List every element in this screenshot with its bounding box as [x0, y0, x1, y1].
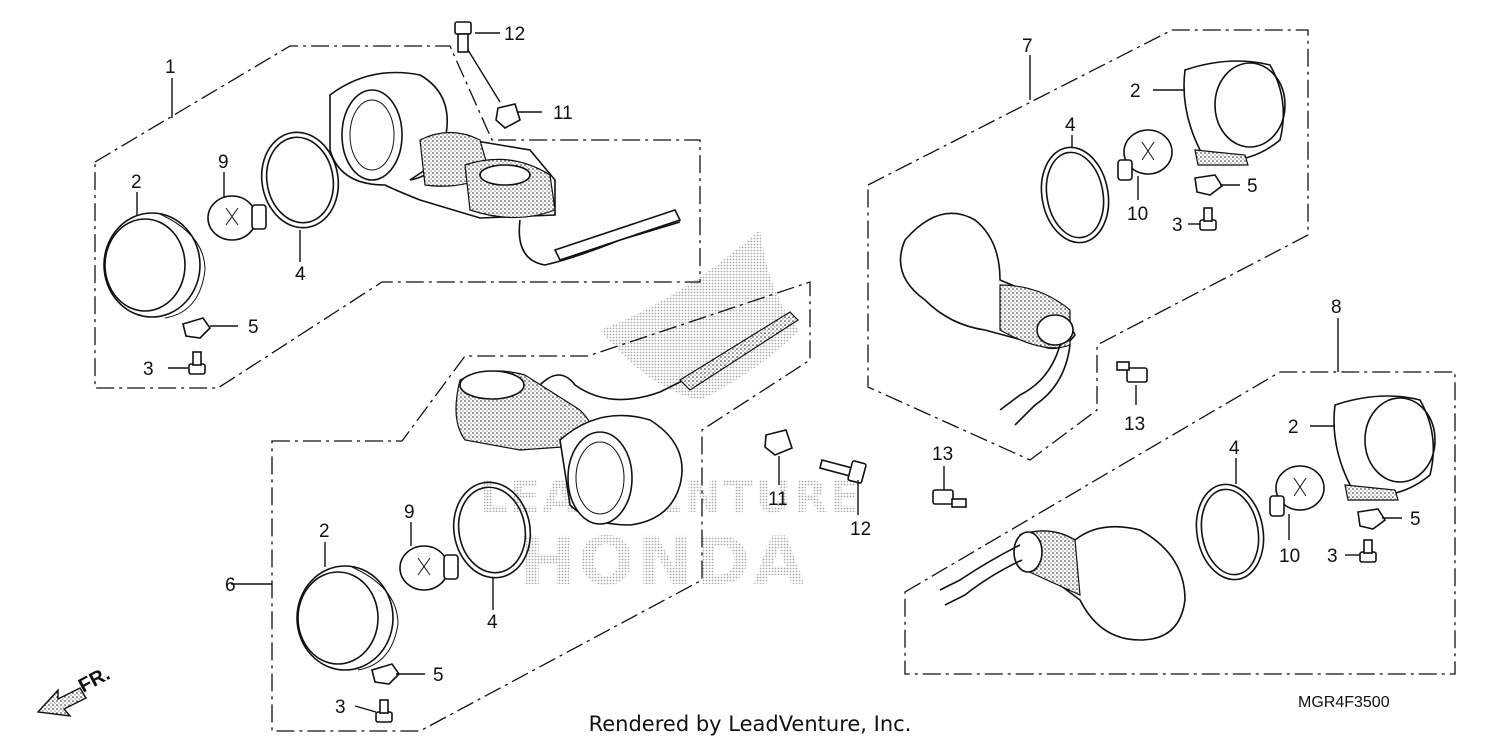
callout-4-d: 4 — [1229, 438, 1240, 459]
callout-2-c: 2 — [1130, 81, 1141, 102]
callout-13-b: 13 — [932, 444, 953, 465]
callout-9-a: 9 — [218, 152, 229, 173]
housing-1-opening-icon — [341, 89, 403, 181]
callout-5-a: 5 — [248, 317, 259, 338]
callout-12-a: 12 — [504, 24, 525, 45]
front-arrow: FR. — [36, 663, 114, 717]
screw-3-icon — [188, 351, 206, 375]
callout-5-c: 5 — [1247, 176, 1258, 197]
assembly-8 — [904, 371, 1456, 675]
group-7-outline — [867, 29, 1309, 461]
screw-3-c-icon — [1199, 207, 1217, 231]
callout-7: 7 — [1022, 36, 1033, 57]
bulb-9-b-icon — [399, 545, 459, 591]
gasket-4-c-icon — [1040, 146, 1110, 244]
callout-5-b: 5 — [433, 665, 444, 686]
washer-11-b-icon — [764, 429, 793, 456]
callout-3-b: 3 — [335, 697, 346, 718]
bulb-10-b-icon — [1269, 465, 1325, 517]
callout-8: 8 — [1331, 297, 1342, 318]
footer-credit: Rendered by LeadVenture, Inc. — [588, 712, 912, 736]
callout-4-a: 4 — [295, 264, 306, 285]
group-6-outline — [271, 281, 811, 732]
watermark-line2: HONDA — [520, 523, 807, 600]
wire-8-icon — [939, 544, 1023, 606]
screw-13-b-icon — [932, 489, 967, 508]
lens-2-icon — [103, 212, 206, 319]
group-1-outline — [94, 45, 701, 389]
watermark-wing-icon — [600, 230, 800, 400]
wire-1-icon — [518, 219, 681, 266]
lens-2-c-icon — [1183, 60, 1286, 166]
washer-11-icon — [495, 103, 521, 129]
callout-2-a: 2 — [131, 172, 142, 193]
screw-13-icon — [1116, 361, 1148, 383]
clip-nut-5-b-icon — [371, 663, 401, 685]
callout-9-b: 9 — [404, 502, 415, 523]
callout-3-a: 3 — [143, 359, 154, 380]
callouts: 1 2 9 4 5 3 12 11 6 2 9 4 5 3 11 12 7 2 … — [131, 24, 1421, 718]
callout-6: 6 — [225, 575, 236, 596]
group-8-outline — [904, 371, 1456, 675]
bolt-12-icon — [454, 21, 472, 53]
bolt-12-b-icon — [819, 459, 867, 484]
front-arrow-icon — [36, 687, 87, 717]
screw-3-d-icon — [1359, 539, 1377, 563]
callout-11-a: 11 — [553, 103, 573, 124]
gasket-4-d-icon — [1195, 483, 1265, 581]
callout-3-c: 3 — [1172, 215, 1183, 236]
leader-lines — [136, 32, 1402, 713]
callout-4-b: 4 — [487, 612, 498, 633]
screw-3-b-icon — [375, 699, 393, 723]
lens-2-b-icon — [296, 565, 399, 671]
wire-7-icon — [999, 344, 1071, 426]
clip-nut-5-c-icon — [1194, 174, 1224, 196]
callout-12-b: 12 — [850, 519, 871, 540]
callout-4-c: 4 — [1065, 115, 1076, 136]
callout-2-d: 2 — [1288, 417, 1299, 438]
bulb-10-icon — [1117, 129, 1173, 181]
assembly-7 — [867, 29, 1309, 461]
gasket-4-icon — [260, 131, 340, 229]
assembly-6 — [271, 281, 867, 732]
callout-10-a: 10 — [1127, 204, 1148, 225]
callout-11-b: 11 — [768, 489, 788, 510]
clip-nut-5-icon — [182, 317, 212, 339]
watermark: LEADVENTURE HONDA — [480, 230, 859, 600]
bulb-9-icon — [207, 195, 267, 241]
assembly-1 — [94, 21, 701, 389]
gasket-4-b-icon — [452, 481, 532, 579]
callout-3-d: 3 — [1327, 546, 1338, 567]
clip-nut-5-d-icon — [1357, 508, 1387, 530]
callout-2-b: 2 — [319, 521, 330, 542]
lens-2-d-icon — [1333, 395, 1436, 501]
part-code: MGR4F3500 — [1298, 694, 1390, 711]
callout-13-a: 13 — [1124, 414, 1145, 435]
callout-5-d: 5 — [1410, 509, 1421, 530]
callout-1: 1 — [165, 57, 176, 78]
wire-6-icon — [539, 317, 791, 401]
callout-10-b: 10 — [1279, 546, 1300, 567]
